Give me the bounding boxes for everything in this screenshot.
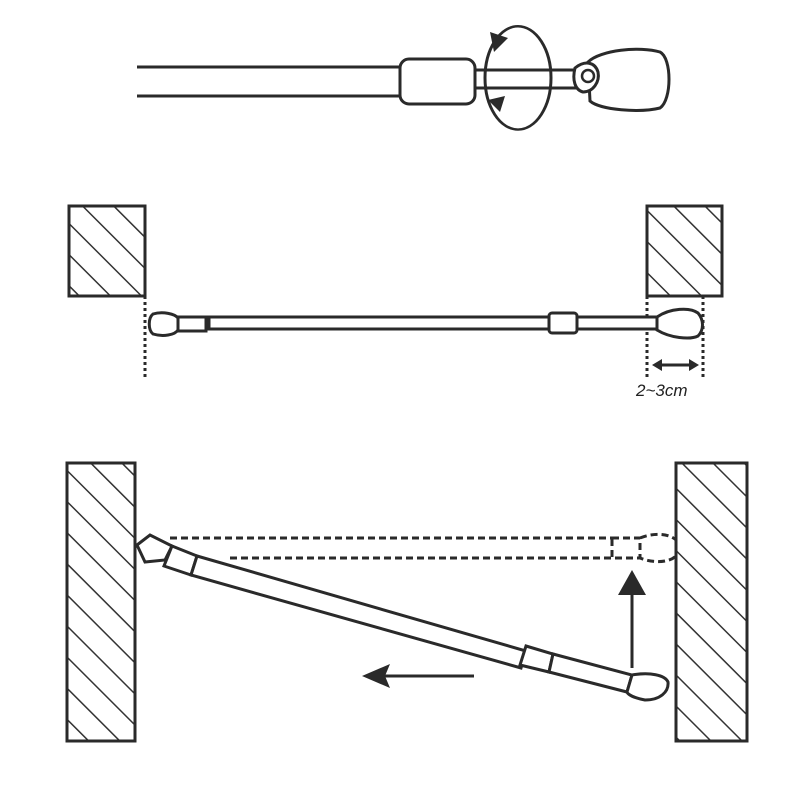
left-arrow-icon	[362, 664, 474, 688]
extended-rod	[147, 307, 704, 340]
tilted-rod	[135, 533, 670, 702]
right-wall-tall	[674, 461, 749, 743]
left-wall-tall	[65, 461, 137, 743]
end-cap	[572, 47, 671, 112]
rotation-arrows-icon	[483, 25, 553, 131]
right-wall-short	[645, 204, 724, 298]
panel-step-1	[137, 25, 671, 131]
rod-tube	[137, 65, 400, 98]
dimension-label: 2~3cm	[636, 381, 688, 400]
panel-step-2	[67, 204, 724, 380]
dashed-final-rod-position	[170, 532, 678, 564]
panel-step-3	[65, 461, 749, 743]
left-wall-short	[67, 204, 147, 298]
dimension-arrow-icon	[652, 359, 699, 371]
inner-rod	[475, 68, 580, 90]
locking-sleeve	[398, 57, 477, 106]
up-arrow-icon	[618, 570, 646, 668]
